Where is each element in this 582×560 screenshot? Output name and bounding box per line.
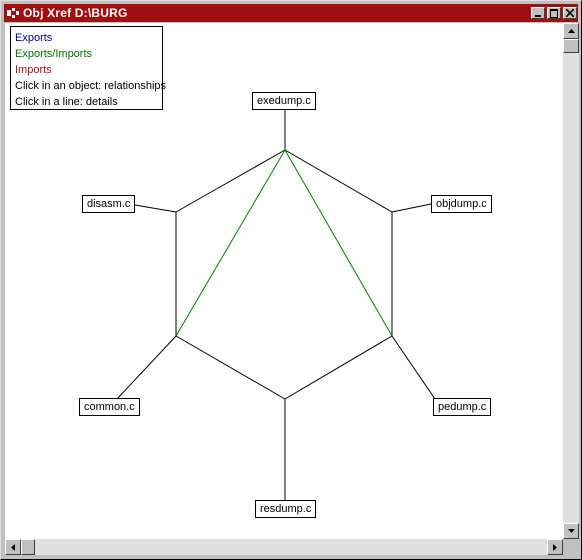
close-button[interactable] (563, 7, 577, 19)
spoke-pedump (391, 335, 436, 400)
legend-help-object: Click in an object: relationships (15, 80, 167, 92)
close-icon (566, 9, 574, 17)
arrow-up-icon (567, 29, 575, 33)
module-node-objdump[interactable]: objdump.c (431, 195, 492, 213)
horizontal-scrollbar[interactable] (5, 539, 563, 555)
minimize-button[interactable] (531, 7, 545, 19)
exports-imports-line-exedump-pedump[interactable] (284, 149, 393, 337)
system-menu-icon[interactable] (6, 6, 20, 20)
relationship-diagram (116, 110, 436, 500)
legend-box: Exports Exports/Imports Imports Click in… (10, 26, 167, 110)
arrow-right-icon (553, 543, 557, 551)
arrow-down-icon (567, 529, 575, 533)
horizontal-scroll-thumb[interactable] (21, 539, 35, 555)
scroll-left-button[interactable] (5, 539, 21, 555)
scrollbar-corner (563, 539, 579, 555)
vertical-scrollbar[interactable] (563, 23, 579, 539)
exports-imports-line-exedump-common[interactable] (175, 149, 286, 337)
module-node-common[interactable]: common.c (79, 398, 140, 416)
scroll-down-button[interactable] (563, 523, 579, 539)
relation-line-pedump-resdump[interactable] (284, 335, 393, 400)
module-node-pedump[interactable]: pedump.c (433, 398, 492, 416)
title-bar[interactable]: Obj Xref D:\BURG (4, 4, 578, 22)
diagram-canvas[interactable]: Exports Exports/Imports Imports Click in… (5, 23, 563, 539)
maximize-button[interactable] (547, 7, 561, 19)
legend-exports: Exports (15, 32, 53, 44)
scroll-up-button[interactable] (563, 23, 579, 39)
scroll-right-button[interactable] (547, 539, 563, 555)
relation-line-disasm-exedump[interactable] (175, 149, 286, 213)
module-node-disasm[interactable]: disasm.c (82, 195, 136, 213)
arrow-left-icon (11, 543, 15, 551)
legend-help-line: Click in a line: details (15, 96, 118, 108)
relation-line-exedump-objdump[interactable] (284, 149, 393, 213)
vertical-scroll-thumb[interactable] (563, 39, 579, 53)
legend-exports-imports: Exports/Imports (15, 48, 93, 60)
window-title: Obj Xref D:\BURG (23, 6, 128, 20)
module-node-resdump[interactable]: resdump.c (255, 500, 317, 518)
spoke-objdump (391, 203, 432, 213)
legend-imports: Imports (15, 64, 52, 76)
spoke-disasm (128, 203, 177, 213)
relation-line-resdump-common[interactable] (175, 335, 286, 400)
spoke-common (116, 335, 177, 400)
module-node-exedump[interactable]: exedump.c (252, 92, 316, 110)
